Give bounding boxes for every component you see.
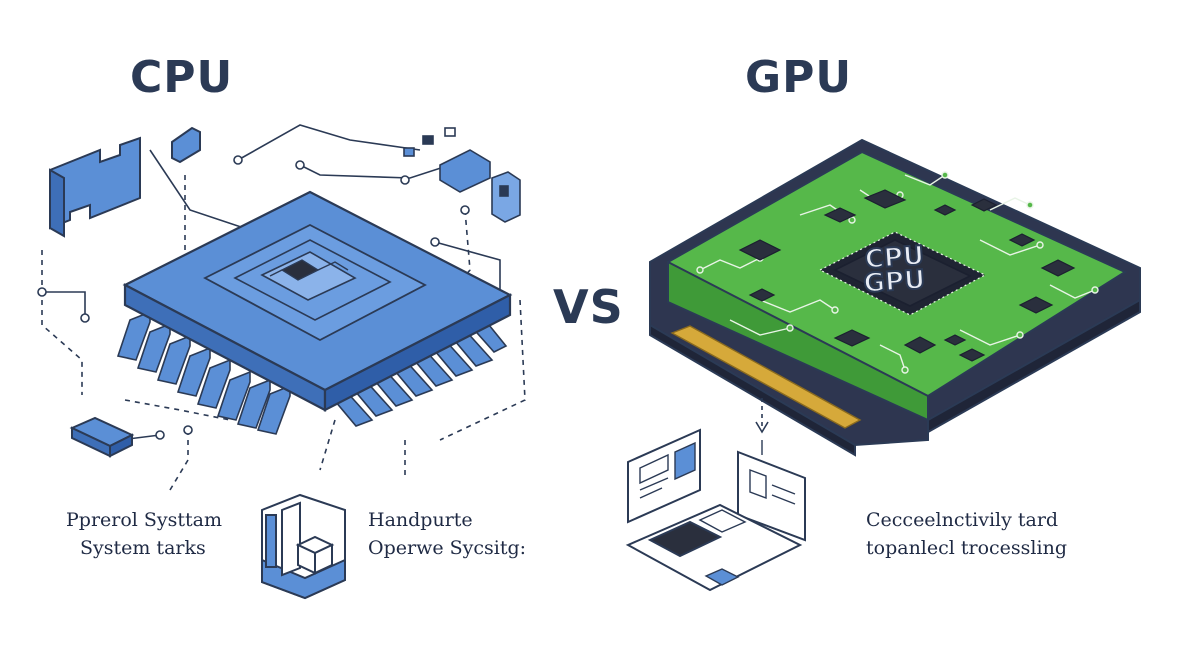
- cpu-right-caption-line-2: Operwe Sycsitg:: [368, 537, 527, 559]
- gpu-arrow: [755, 398, 769, 434]
- gpu-workstation-icon: [625, 428, 806, 592]
- cpu-pins-left: [116, 310, 291, 435]
- cpu-bottom-component: [69, 416, 135, 458]
- gpu-trace-nodes: [696, 171, 1099, 374]
- gpu-chip-text-line-1: CPU: [864, 241, 925, 275]
- gpu-small-chips: [738, 189, 1076, 362]
- cpu-title: CPU: [130, 52, 234, 103]
- cpu-left-caption: Pprerol Systtam System tarks: [66, 506, 222, 562]
- gpu-title: GPU: [745, 52, 853, 103]
- gpu-illustration: CPU GPU: [625, 138, 1141, 592]
- cpu-connector-nodes: [37, 155, 470, 440]
- cpu-right-caption: Handpurte Operwe Sycsitg:: [368, 506, 526, 562]
- cpu-illustration: [37, 124, 526, 600]
- cpu-small-components: [403, 127, 521, 223]
- cpu-chip: [122, 190, 513, 412]
- cpu-cube-icon: [261, 493, 346, 600]
- gpu-caption-line-2: topanlecl trocessling: [866, 537, 1067, 559]
- cpu-left-caption-line-2: System tarks: [80, 537, 206, 559]
- cpu-right-caption-line-1: Handpurte: [368, 509, 473, 531]
- gpu-gold-connector: [670, 325, 862, 429]
- gpu-chip-text-line-2: GPU: [863, 265, 926, 299]
- gpu-caption: Cecceelnctivily tard topanlecl trocessli…: [866, 506, 1067, 562]
- vs-label: VS: [553, 280, 624, 334]
- cpu-left-caption-line-1: Pprerol Systtam: [66, 509, 223, 531]
- gpu-caption-line-1: Cecceelnctivily tard: [866, 509, 1059, 531]
- cpu-connector-lines: [41, 124, 526, 491]
- cpu-module-block: [49, 126, 201, 238]
- gpu-main-chip: [818, 231, 987, 316]
